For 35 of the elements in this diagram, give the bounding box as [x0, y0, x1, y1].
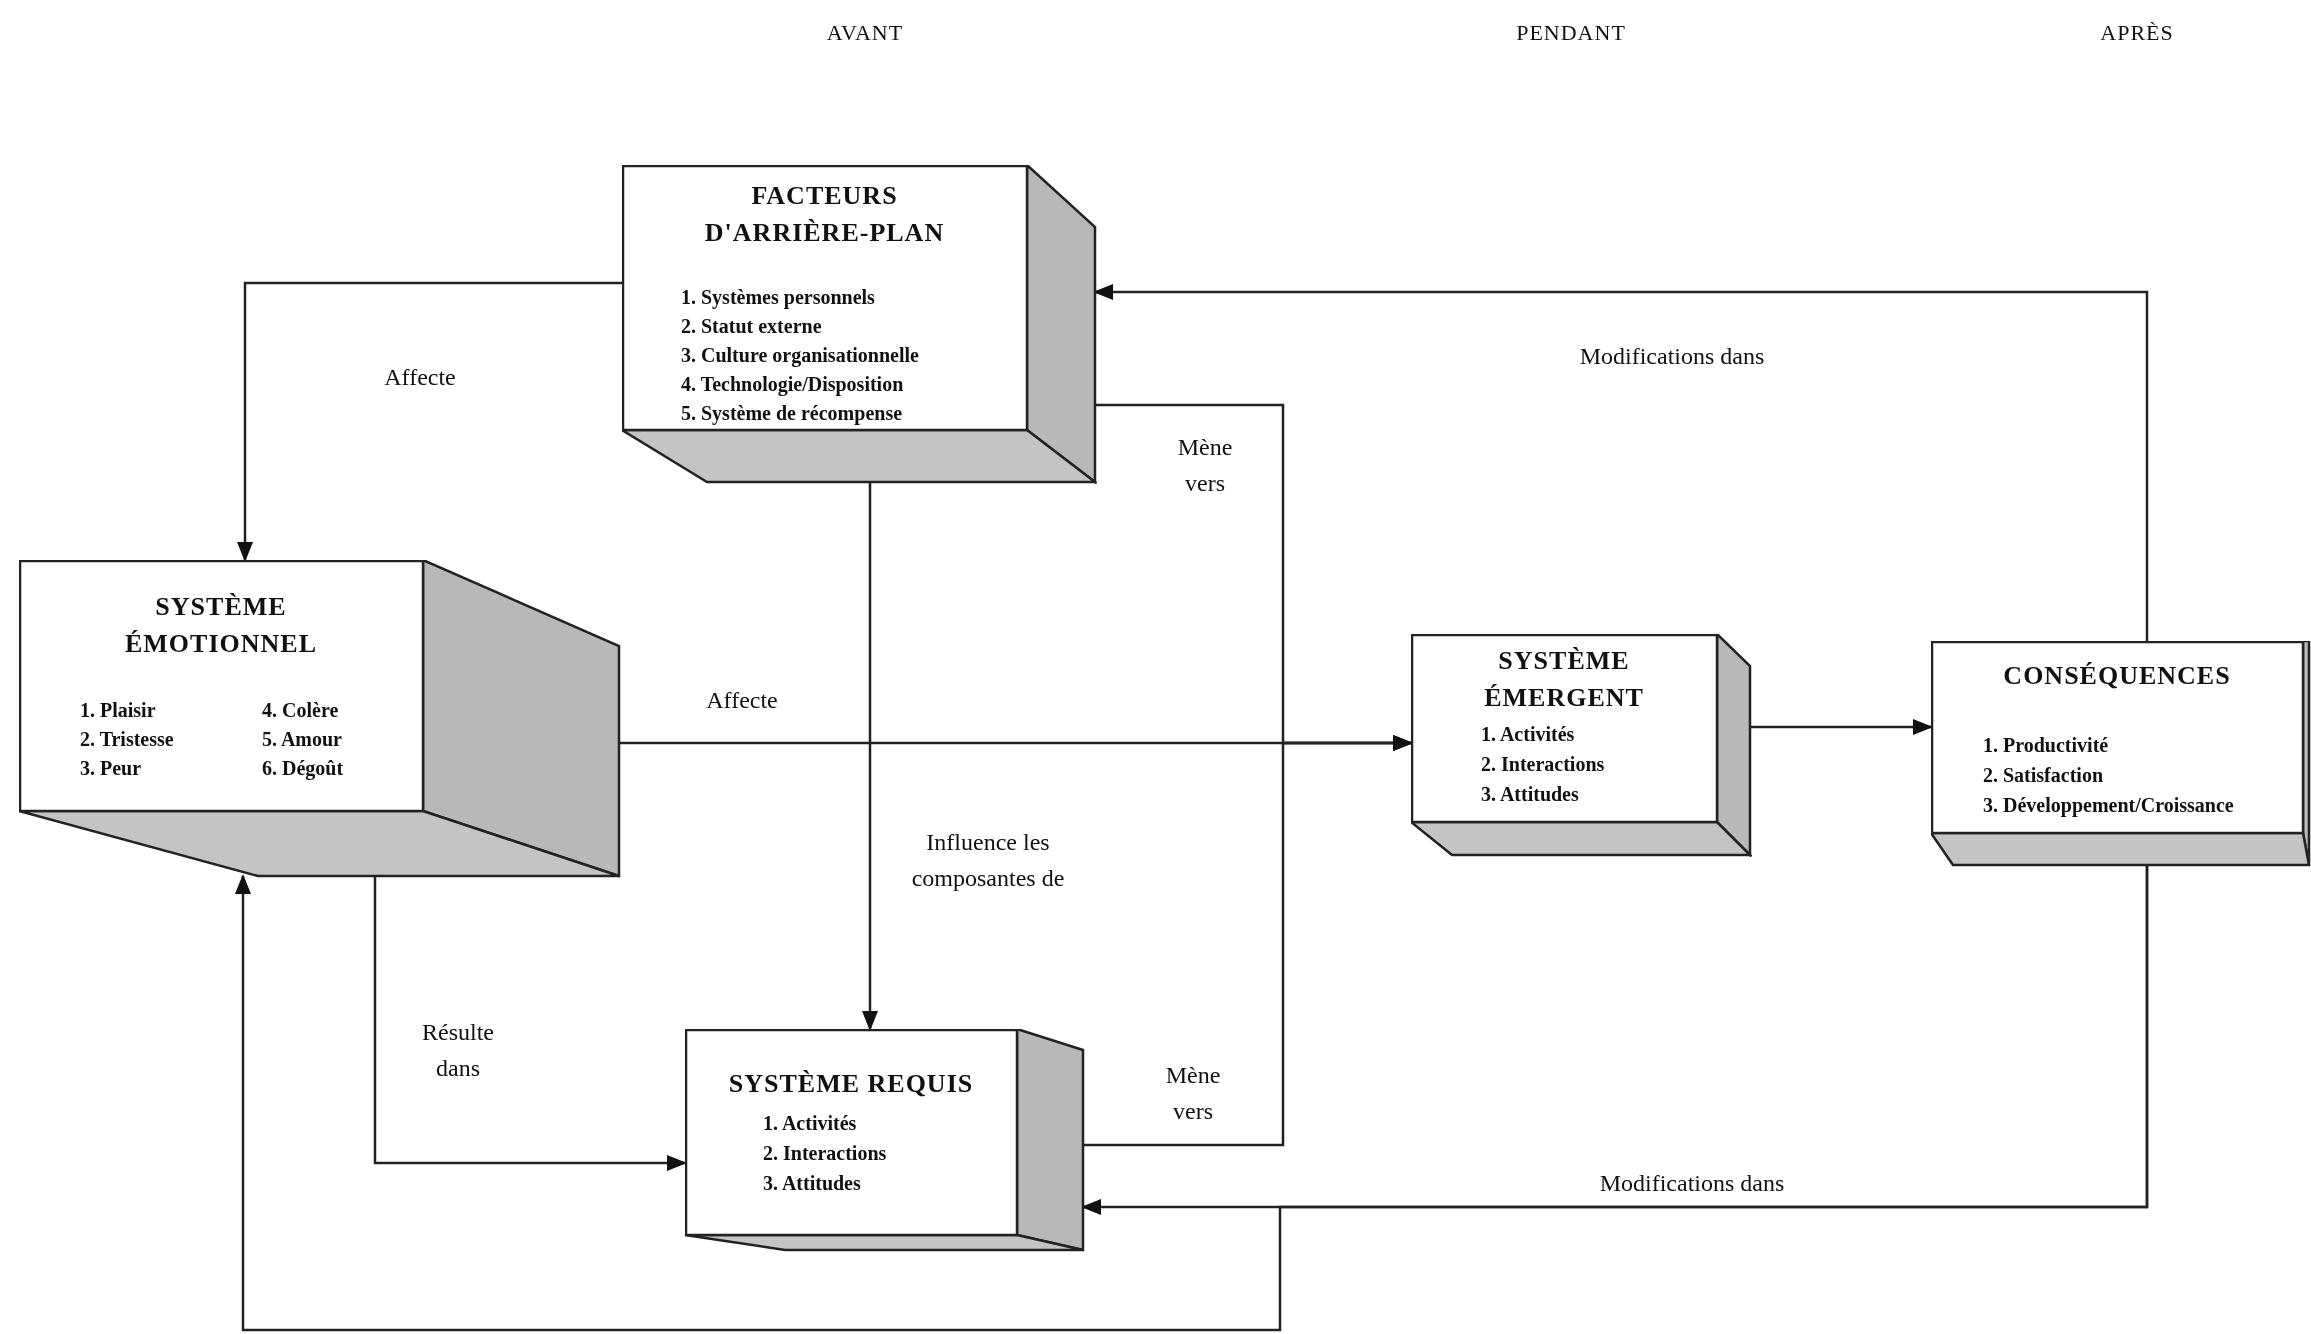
- list-item: 4. Technologie/Disposition: [681, 372, 904, 398]
- list-item: 3. Attitudes: [1481, 782, 1579, 807]
- arrow: [1093, 284, 2149, 641]
- list-item: 1. Systèmes personnels: [681, 285, 875, 311]
- list-item: 1. Activités: [763, 1111, 857, 1136]
- list-item: 5. Amour: [262, 727, 342, 752]
- list-item: 4. Colère: [262, 698, 339, 723]
- phase-heading: APRÈS: [2100, 20, 2174, 46]
- list-item: 3. Culture organisationnelle: [681, 343, 919, 369]
- list-item: 3. Attitudes: [763, 1171, 861, 1196]
- box-heading: SYSTÈME REQUIS: [727, 1068, 975, 1100]
- list-item: 2. Interactions: [763, 1141, 887, 1166]
- list-item: 2. Statut externe: [681, 314, 822, 339]
- arrow: [237, 281, 622, 562]
- list-item: 1. Productivité: [1983, 733, 2109, 758]
- list-item: 2. Satisfaction: [1983, 763, 2103, 788]
- box-heading: SYSTÈME ÉMOTIONNEL: [124, 591, 318, 660]
- box-heading: SYSTÈME ÉMERGENT: [1483, 645, 1645, 714]
- list-item: 1. Activités: [1481, 722, 1575, 747]
- phase-heading: PENDANT: [1516, 20, 1626, 46]
- arrow: [1083, 735, 1413, 1147]
- list-item: 3. Peur: [80, 756, 142, 781]
- arrow: [862, 482, 878, 1031]
- arrow: [1750, 719, 1933, 735]
- list-item: 3. Développement/Croissance: [1983, 793, 2234, 819]
- phase-heading: AVANT: [826, 20, 904, 46]
- arrow: [235, 865, 2149, 1332]
- list-item: 5. Système de récompense: [681, 401, 903, 427]
- list-item: 2. Interactions: [1481, 752, 1605, 777]
- box-heading: FACTEURS D'ARRIÈRE-PLAN: [703, 180, 946, 249]
- arrow: [373, 876, 687, 1171]
- list-item: 2. Tristesse: [80, 727, 174, 752]
- box-heading: CONSÉQUENCES: [2002, 660, 2232, 692]
- list-item: 6. Dégoût: [262, 756, 344, 782]
- list-item: 1. Plaisir: [80, 698, 156, 723]
